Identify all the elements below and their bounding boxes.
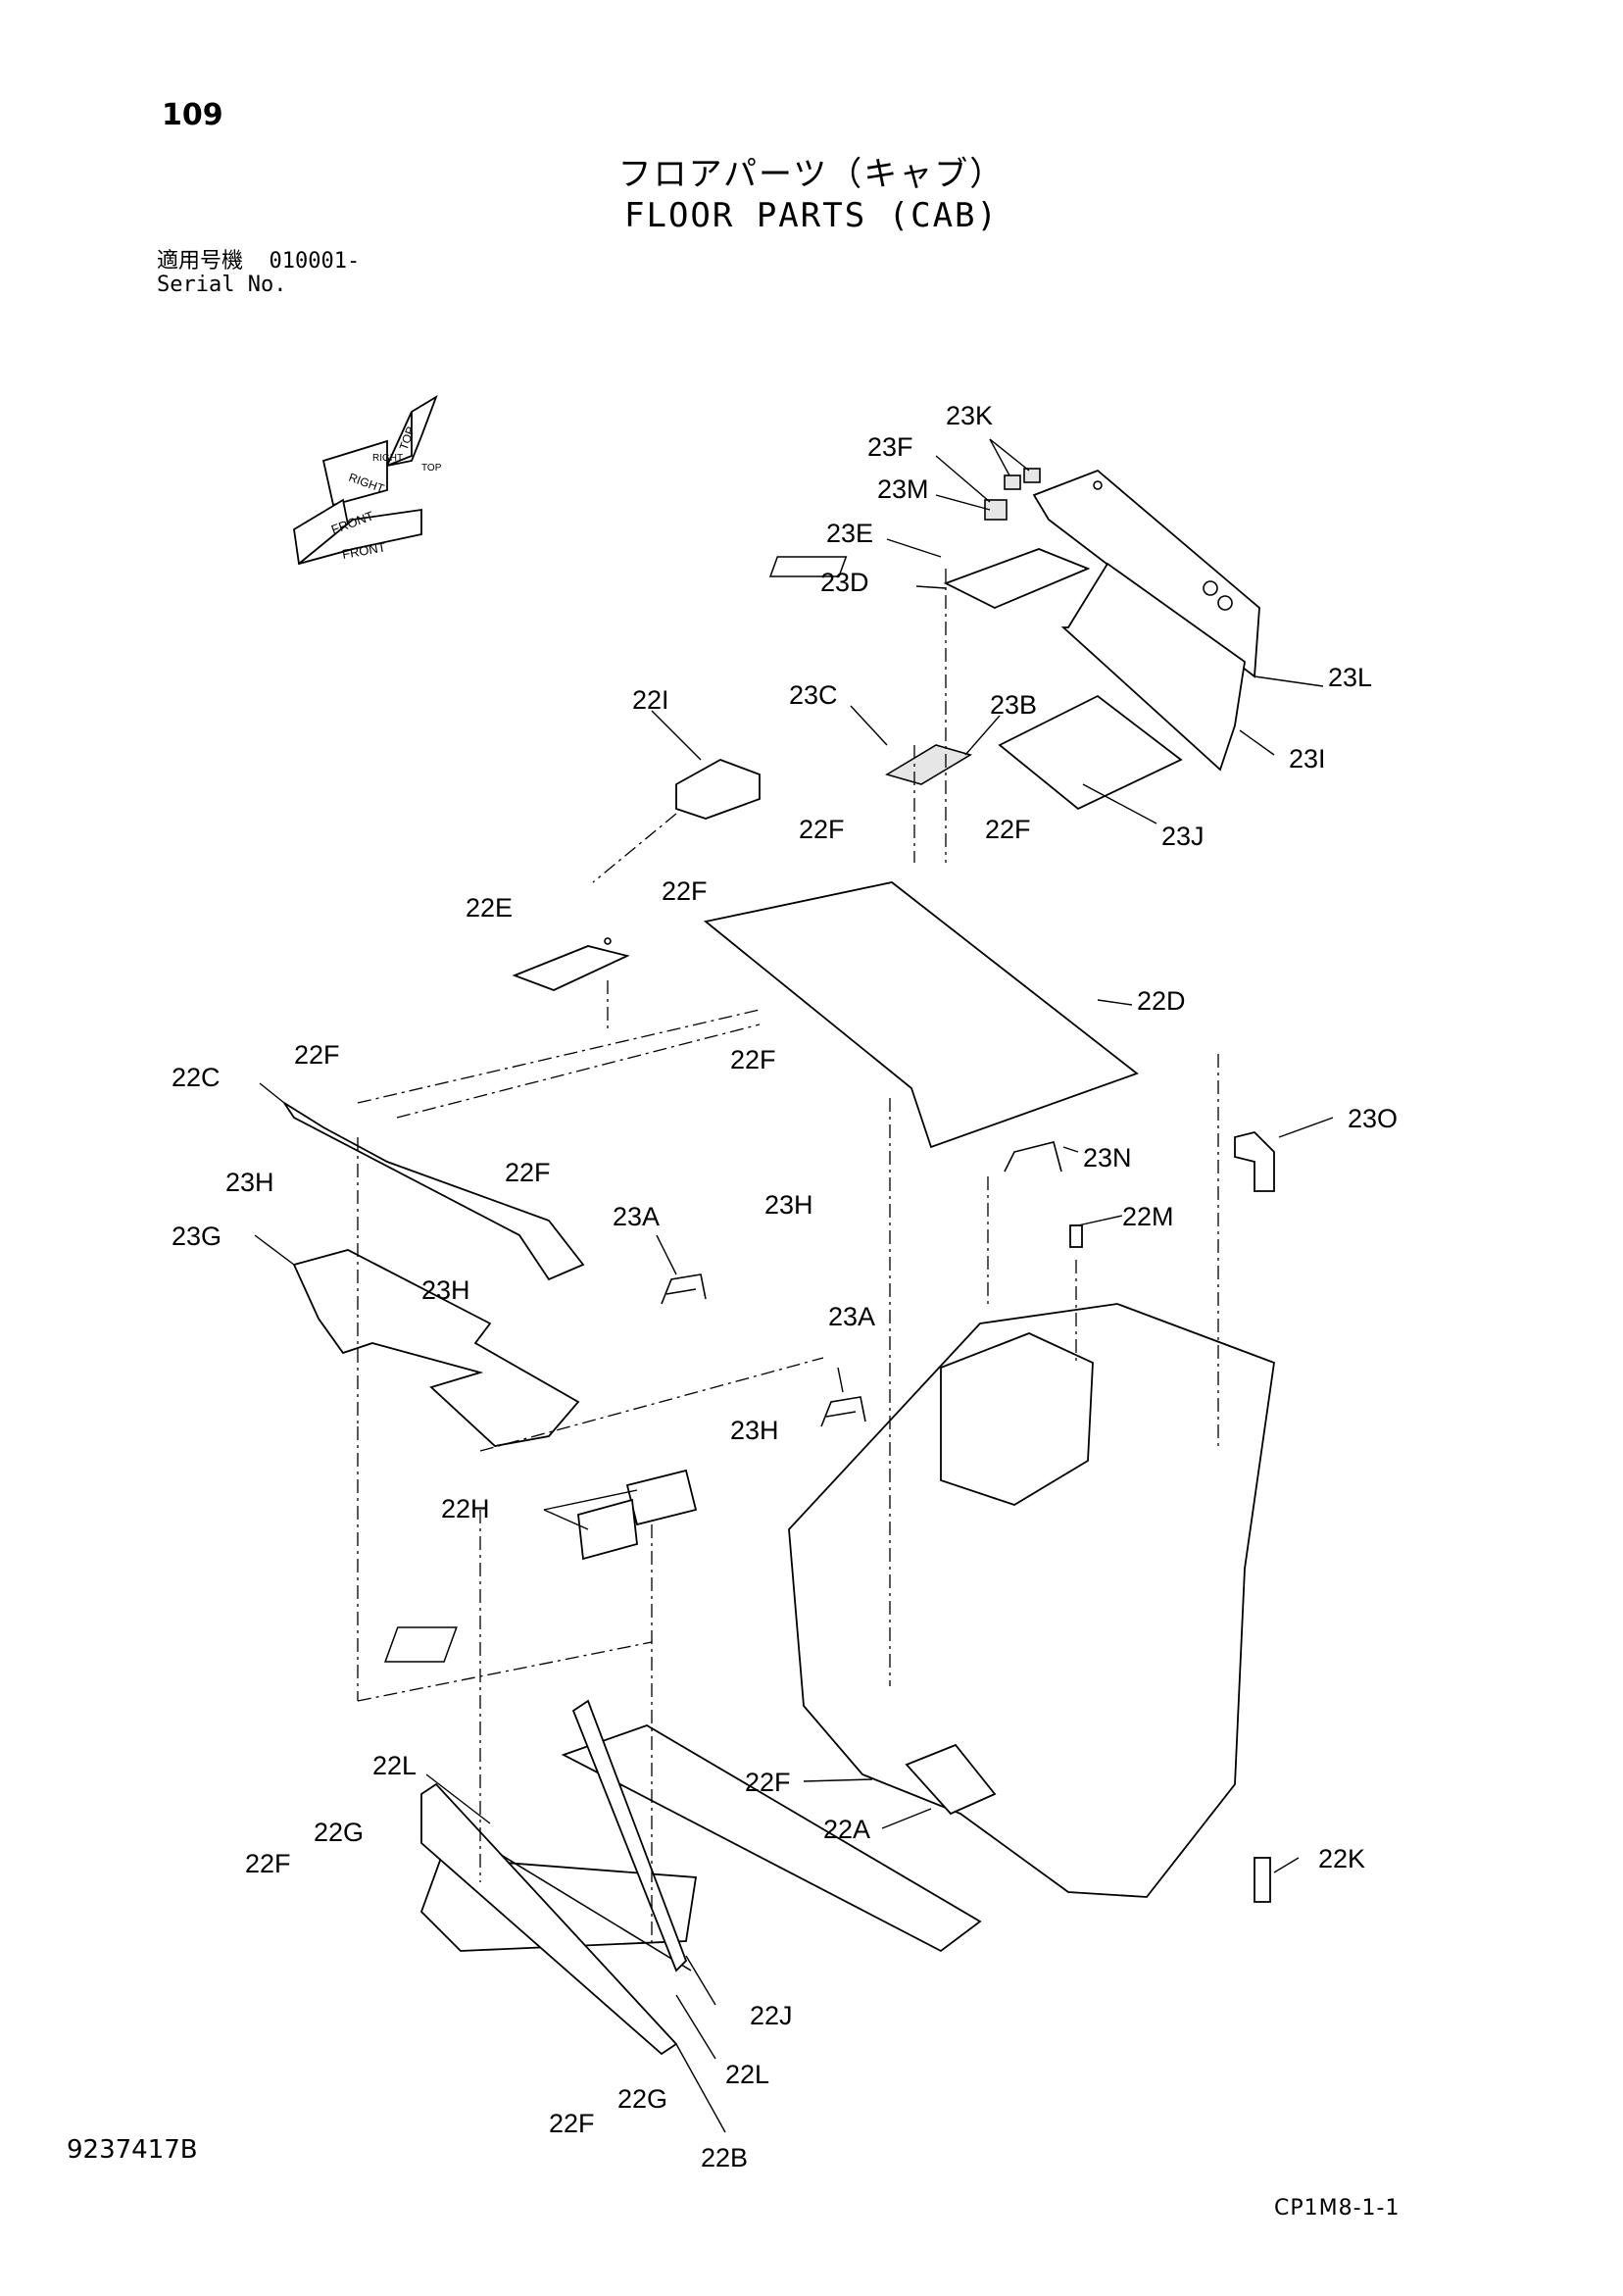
callout-23E: 23E xyxy=(826,519,873,548)
part-22M-pin xyxy=(1069,1224,1083,1248)
callout-23K: 23K xyxy=(946,401,993,430)
serial-label-en: Serial No. xyxy=(157,273,287,297)
callout-22G-a: 22G xyxy=(314,1818,364,1847)
callout-22F-e: 22F xyxy=(294,1040,340,1070)
callout-22B: 22B xyxy=(701,2143,748,2172)
callout-22I: 22I xyxy=(632,685,669,715)
callout-23C: 23C xyxy=(789,680,838,710)
callout-22F-g: 22F xyxy=(745,1768,791,1797)
leader-lines xyxy=(254,438,1334,2133)
serial-value: 010001- xyxy=(269,249,361,274)
part-22K-bar xyxy=(1254,1857,1271,1903)
callout-22K: 22K xyxy=(1318,1844,1365,1873)
part-22H-blocks xyxy=(577,1469,698,1561)
callout-23L: 23L xyxy=(1328,663,1372,692)
callout-22F-a: 22F xyxy=(799,815,845,844)
cab-floor-frame xyxy=(383,1303,1275,1972)
callout-22E: 22E xyxy=(466,893,513,923)
callout-23H-c: 23H xyxy=(421,1275,470,1305)
callout-23D: 23D xyxy=(820,568,869,597)
callout-23H-a: 23H xyxy=(225,1168,274,1197)
callout-22C: 22C xyxy=(172,1063,221,1092)
part-23I-side-panel xyxy=(1060,562,1246,772)
callout-23N: 23N xyxy=(1083,1143,1132,1173)
part-23L-cover-plate xyxy=(1032,469,1260,678)
part-23J-mat xyxy=(998,694,1183,811)
callout-22F-c: 22F xyxy=(662,876,708,906)
assembly-lines xyxy=(357,569,1219,1946)
callout-22F-b: 22F xyxy=(985,815,1031,844)
part-23D-switch-panel xyxy=(768,548,1091,609)
part-23B-grille xyxy=(885,744,972,785)
callout-23F: 23F xyxy=(867,432,913,462)
callout-22F-h: 22F xyxy=(245,1849,291,1878)
part-23K-caps xyxy=(1004,468,1041,490)
callout-23H-d: 23H xyxy=(730,1416,779,1445)
page-number: 109 xyxy=(162,98,223,132)
callout-23M: 23M xyxy=(877,474,929,504)
part-22E-small-plate xyxy=(512,945,630,991)
callout-23I: 23I xyxy=(1289,744,1326,774)
document-number: 9237417B xyxy=(67,2135,198,2165)
part-23O-part xyxy=(1234,1131,1275,1192)
callout-23A-a: 23A xyxy=(613,1202,660,1231)
serial-block: 適用号機 010001- Serial No. xyxy=(157,250,360,297)
callout-23B: 23B xyxy=(990,690,1037,720)
callout-22G-b: 22G xyxy=(617,2084,667,2114)
serial-label-jp: 適用号機 xyxy=(157,249,244,274)
callout-23H-b: 23H xyxy=(764,1190,813,1220)
callout-22M: 22M xyxy=(1122,1202,1174,1231)
orientation-label-top-2: TOP xyxy=(421,463,442,474)
callout-22F-d: 22F xyxy=(730,1045,776,1074)
callout-22L-a: 22L xyxy=(372,1751,417,1780)
callout-23O: 23O xyxy=(1348,1104,1398,1133)
part-23M-switch xyxy=(984,499,1008,521)
part-22J-rubber xyxy=(571,1699,688,1972)
callout-22D: 22D xyxy=(1137,986,1186,1016)
part-22I-block xyxy=(675,759,761,820)
callout-22F-i: 22F xyxy=(549,2109,595,2138)
orientation-label-right-2: RIGHT xyxy=(372,453,403,464)
part-23G-plate xyxy=(292,1249,580,1447)
part-22A-bracket xyxy=(905,1743,997,1816)
part-22C-bracket xyxy=(283,1102,585,1281)
callout-23J: 23J xyxy=(1161,822,1205,851)
title-japanese: フロアパーツ（キャブ） xyxy=(617,155,1006,194)
callout-22A: 22A xyxy=(823,1815,870,1844)
callout-22L-b: 22L xyxy=(725,2060,769,2089)
callout-22F-f: 22F xyxy=(505,1158,551,1187)
part-22D-floor-plate xyxy=(604,881,1139,1149)
callout-labels: 23K 23F 23M 23E 23D 23L 23I 23C 23B 22I … xyxy=(172,401,1398,2172)
callout-22H: 22H xyxy=(441,1494,490,1523)
part-23A-brackets xyxy=(661,1273,866,1427)
title-english: FLOOR PARTS (CAB) xyxy=(624,196,999,235)
callout-23G: 23G xyxy=(172,1222,221,1251)
drawing-code: CP1M8-1-1 xyxy=(1274,2196,1401,2221)
part-22B-cover xyxy=(420,1782,678,2056)
callout-23A-b: 23A xyxy=(828,1302,875,1331)
part-23N-bracket xyxy=(1004,1141,1062,1173)
callout-22J: 22J xyxy=(750,2001,793,2030)
orientation-indicator: TOP RIGHT FRONT FRONT TOP RIGHT xyxy=(293,394,442,566)
